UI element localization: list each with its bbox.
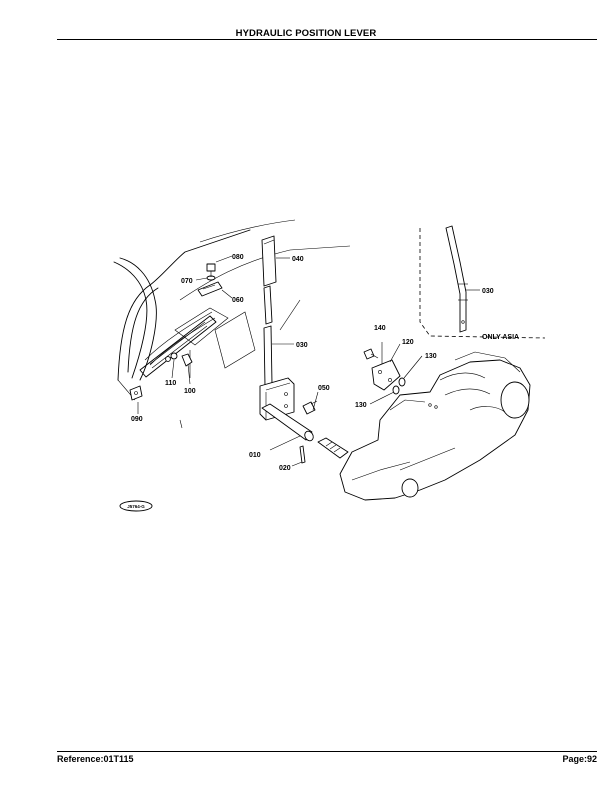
inset-lever (445, 225, 468, 333)
knob-bolt (206, 263, 216, 277)
bolt (302, 400, 318, 415)
callout-040: 040 (292, 256, 304, 263)
cover-plate (371, 359, 401, 391)
valve-housing (339, 351, 531, 501)
lever-shaft (261, 403, 314, 442)
spring-pin (299, 445, 306, 464)
leader-lines (137, 255, 480, 467)
callout-060: 060 (232, 297, 244, 304)
reference-label: Reference:01T115 (57, 754, 134, 764)
figure-code: J5764-G (127, 504, 145, 509)
control-spool (317, 437, 349, 459)
callout-120: 120 (402, 339, 414, 346)
fender-panel (113, 219, 351, 429)
nut (165, 352, 178, 362)
callout-100: 100 (184, 388, 196, 395)
page-title: HYDRAULIC POSITION LEVER (235, 28, 377, 39)
figure-code-stamp: J5764-G (119, 500, 153, 512)
callout-140: 140 (374, 325, 386, 332)
callout-110: 110 (165, 380, 176, 387)
callout-080: 080 (232, 254, 244, 261)
callout-130-upper: 130 (425, 353, 437, 360)
o-ring (392, 377, 406, 395)
callout-010: 010 (249, 452, 261, 459)
quadrant-rail (139, 315, 217, 378)
cover-bolt (363, 348, 379, 360)
callout-020: 020 (279, 465, 291, 472)
callout-090: 090 (131, 416, 143, 423)
callout-130-lower: 130 (355, 402, 367, 409)
header-divider (57, 39, 597, 40)
callout-050: 050 (318, 385, 330, 392)
plate (129, 385, 143, 401)
footer-divider (57, 751, 597, 752)
inset-note-only-asia: ONLY ASIA (482, 334, 519, 341)
stop-block (197, 281, 223, 297)
callout-070: 070 (181, 278, 193, 285)
callout-030-inset: 030 (482, 288, 494, 295)
callout-030: 030 (296, 342, 308, 349)
lever-rod (263, 285, 273, 387)
lever-grip (261, 235, 277, 287)
wing-bolt (181, 353, 193, 367)
page-number: Page:92 (562, 754, 597, 764)
inset-box (419, 228, 546, 339)
